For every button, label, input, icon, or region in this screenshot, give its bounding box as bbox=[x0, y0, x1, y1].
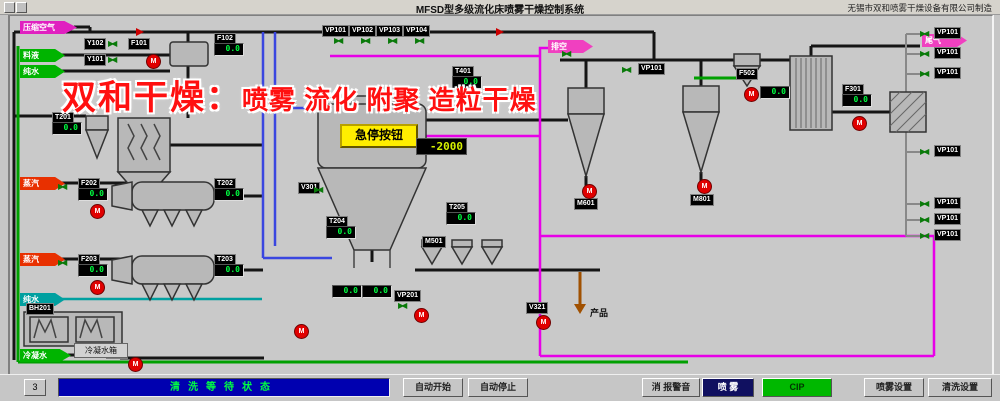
pump-icon[interactable]: M bbox=[582, 184, 597, 199]
valve-icon[interactable]: ▶◀ bbox=[334, 36, 343, 45]
instrument-tag-bh201[interactable]: BH201 bbox=[26, 303, 54, 315]
instrument-tag-y101[interactable]: Y101 bbox=[84, 54, 107, 66]
valve-icon[interactable]: ▶◀ bbox=[58, 182, 67, 191]
valve-icon[interactable]: ▶◀ bbox=[58, 258, 67, 267]
valve-icon[interactable]: ▶◀ bbox=[920, 199, 929, 208]
instrument-tag-vp101[interactable]: VP101 bbox=[934, 145, 962, 157]
page-title: MFSD型多级流化床喷雾干燥控制系统 bbox=[415, 5, 585, 16]
title-bar: MFSD型多级流化床喷雾干燥控制系统 无锡市双和喷雾干燥设备有限公司制造 bbox=[0, 0, 1000, 16]
valve-icon[interactable]: ▶◀ bbox=[562, 49, 571, 58]
instrument-tag-f101[interactable]: F101 bbox=[128, 38, 150, 50]
instrument-value: 0.0 bbox=[326, 226, 356, 239]
flow-label-feed-liquid: 料液 bbox=[20, 49, 65, 62]
valve-icon[interactable]: ▶◀ bbox=[398, 301, 407, 310]
valve-icon[interactable]: ▶◀ bbox=[920, 215, 929, 224]
manufacturer-label: 无锡市双和喷雾干燥设备有限公司制造 bbox=[847, 3, 992, 13]
instrument-tag-vp201[interactable]: VP201 bbox=[394, 290, 422, 302]
valve-icon[interactable]: ▶◀ bbox=[108, 55, 117, 64]
button-alarm-mute[interactable]: 消 报警音 bbox=[642, 378, 700, 397]
flow-label-condensate-in: 冷凝水 bbox=[20, 349, 71, 362]
valve-icon[interactable]: ▶◀ bbox=[920, 49, 929, 58]
button-auto-start[interactable]: 自动开始 bbox=[403, 378, 463, 397]
valve-icon[interactable]: ▶◀ bbox=[314, 185, 323, 194]
bottom-toolbar: 3 清洗等待状态 自动开始自动停止 消 报警音喷 雾 CIP 喷雾设置清洗设置 bbox=[0, 374, 1000, 401]
pump-icon[interactable]: M bbox=[90, 204, 105, 219]
pump-icon[interactable]: M bbox=[536, 315, 551, 330]
valve-icon[interactable]: ▶◀ bbox=[920, 231, 929, 240]
valve-icon[interactable]: ▶◀ bbox=[388, 36, 397, 45]
instrument-value: 0.0 bbox=[452, 76, 482, 89]
instrument-tag-vp101[interactable]: VP101 bbox=[934, 67, 962, 79]
button-cip[interactable]: CIP bbox=[762, 378, 832, 397]
instrument-value: 0.0 bbox=[760, 86, 790, 99]
pump-icon[interactable]: M bbox=[697, 179, 712, 194]
button-auto-stop[interactable]: 自动停止 bbox=[468, 378, 528, 397]
emergency-stop-button[interactable]: 急停按钮 bbox=[340, 124, 418, 148]
condensate-tank-label: 冷凝水箱 bbox=[74, 343, 128, 358]
instrument-tag-vp104[interactable]: VP104 bbox=[403, 25, 431, 37]
instrument-tag-m801[interactable]: M801 bbox=[690, 194, 714, 206]
instrument-value: 0.0 bbox=[446, 212, 476, 225]
instrument-tag-y102[interactable]: Y102 bbox=[84, 38, 107, 50]
instrument-tag-vp101[interactable]: VP101 bbox=[934, 47, 962, 59]
flow-label-pure-water: 纯水 bbox=[20, 65, 65, 78]
valve-icon[interactable]: ▶◀ bbox=[920, 147, 929, 156]
pump-icon[interactable]: M bbox=[128, 357, 143, 372]
instrument-tag-vp101[interactable]: VP101 bbox=[934, 197, 962, 209]
status-display: 清洗等待状态 bbox=[58, 378, 390, 397]
pump-icon[interactable]: M bbox=[90, 280, 105, 295]
flow-label-steam-1: 蒸汽 bbox=[20, 177, 65, 190]
instrument-value: 0.0 bbox=[78, 188, 108, 201]
product-label: 产品 bbox=[590, 308, 609, 318]
button-spray[interactable]: 喷 雾 bbox=[702, 378, 754, 397]
instrument-value: 0.0 bbox=[214, 43, 244, 56]
window-icon[interactable] bbox=[16, 2, 27, 13]
button-clean-settings[interactable]: 清洗设置 bbox=[928, 378, 992, 397]
button-spray-settings[interactable]: 喷雾设置 bbox=[864, 378, 924, 397]
valve-icon[interactable]: ▶◀ bbox=[920, 29, 929, 38]
pump-icon[interactable]: M bbox=[852, 116, 867, 131]
instrument-value: 0.0 bbox=[842, 94, 872, 107]
flow-label-compressed-air: 压缩空气 bbox=[20, 21, 77, 34]
instrument-tag-m501[interactable]: M501 bbox=[422, 236, 446, 248]
pump-icon[interactable]: M bbox=[744, 87, 759, 102]
instrument-tag-vp103[interactable]: VP103 bbox=[376, 25, 404, 37]
valve-icon[interactable]: ▶◀ bbox=[622, 65, 631, 74]
instrument-tag-vp101[interactable]: VP101 bbox=[934, 229, 962, 241]
pump-icon[interactable]: M bbox=[294, 324, 309, 339]
instrument-tag-v321[interactable]: V321 bbox=[526, 302, 549, 314]
instrument-value: 0.0 bbox=[332, 285, 362, 298]
instrument-value: 0.0 bbox=[362, 285, 392, 298]
window-icon[interactable] bbox=[4, 2, 15, 13]
instrument-tag-vp101[interactable]: VP101 bbox=[638, 63, 666, 75]
instrument-value: 0.0 bbox=[52, 122, 82, 135]
instrument-tag-m601[interactable]: M601 bbox=[574, 198, 598, 210]
instrument-value: 0.0 bbox=[214, 264, 244, 277]
pump-icon[interactable]: M bbox=[414, 308, 429, 323]
instrument-tag-vp102[interactable]: VP102 bbox=[349, 25, 377, 37]
flow-label-pure-water-2: 纯水 bbox=[20, 293, 65, 306]
pump-icon[interactable]: M bbox=[146, 54, 161, 69]
valve-icon[interactable]: ▶◀ bbox=[920, 69, 929, 78]
instrument-tag-vp101[interactable]: VP101 bbox=[322, 25, 350, 37]
instrument-value: 0.0 bbox=[78, 264, 108, 277]
instrument-value: 0.0 bbox=[214, 188, 244, 201]
flow-label-steam-2: 蒸汽 bbox=[20, 253, 65, 266]
instrument-tag-f502[interactable]: F502 bbox=[736, 68, 758, 80]
instrument-tag-vp101[interactable]: VP101 bbox=[934, 27, 962, 39]
instrument-tag-vp101[interactable]: VP101 bbox=[934, 213, 962, 225]
tower-pressure-display: -2000 bbox=[416, 138, 467, 155]
valve-icon[interactable]: ▶◀ bbox=[108, 39, 117, 48]
flow-label-vent: 排空 bbox=[548, 40, 593, 53]
valve-icon[interactable]: ▶◀ bbox=[361, 36, 370, 45]
counter-button[interactable]: 3 bbox=[24, 379, 46, 396]
valve-icon[interactable]: ▶◀ bbox=[415, 36, 424, 45]
